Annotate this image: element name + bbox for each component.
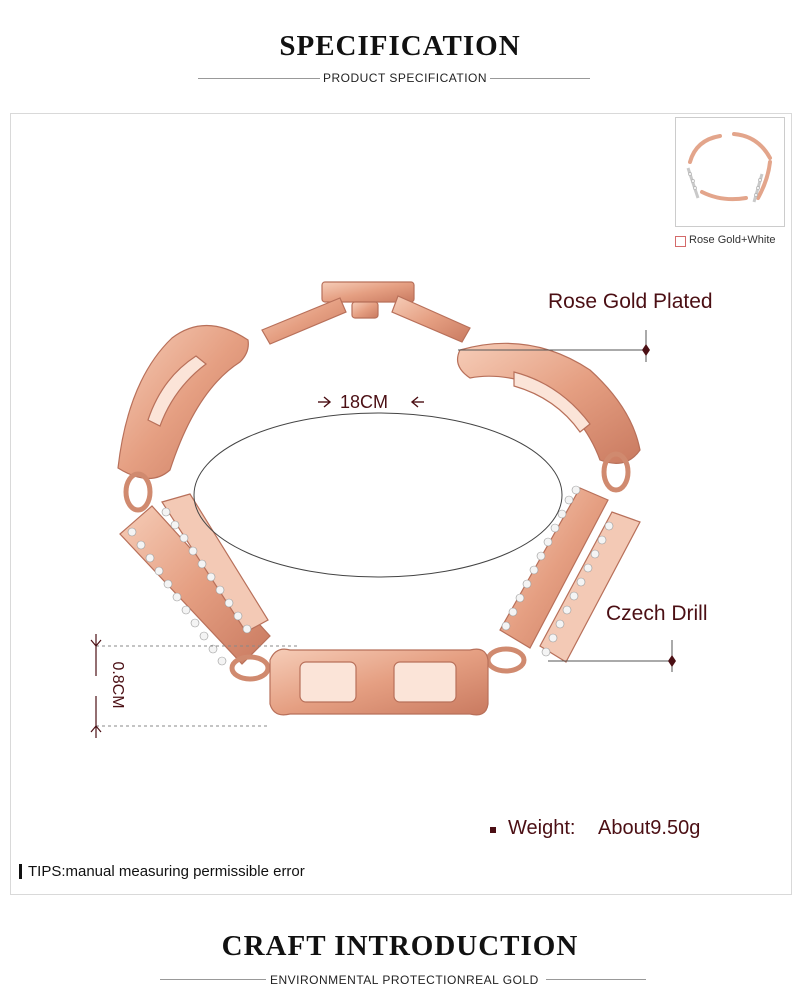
craft-divider-right xyxy=(546,979,646,980)
color-option-label[interactable]: Rose Gold+White xyxy=(689,234,776,246)
page-subtitle: PRODUCT SPECIFICATION xyxy=(322,71,488,85)
craft-subtitle-right: REAL GOLD xyxy=(466,973,539,987)
color-swatch[interactable] xyxy=(675,236,686,247)
craft-title: CRAFT INTRODUCTION xyxy=(221,930,579,962)
product-frame xyxy=(10,113,792,895)
bracelet-thumbnail-image xyxy=(686,132,772,203)
weight-label: Weight: xyxy=(508,817,576,839)
title-divider-left xyxy=(198,78,320,79)
circumference-label: 18CM xyxy=(340,392,389,412)
product-thumbnail[interactable] xyxy=(675,117,785,227)
left-crystal-row xyxy=(127,507,252,666)
page-title: SPECIFICATION xyxy=(279,30,521,62)
tips-text: TIPS:manual measuring permissible error xyxy=(28,863,305,880)
weight-bullet xyxy=(490,827,496,833)
right-crystal-row xyxy=(501,485,614,657)
width-label: 0.8CM xyxy=(109,661,126,709)
weight-value: About9.50g xyxy=(598,817,701,839)
craft-subtitle-left: ENVIRONMENTAL PROTECTION xyxy=(270,973,467,987)
tips-marker xyxy=(19,864,22,879)
plating-label: Rose Gold Plated xyxy=(548,290,713,313)
stone-label: Czech Drill xyxy=(606,602,708,625)
craft-divider-left xyxy=(160,979,266,980)
title-divider-right xyxy=(490,78,590,79)
